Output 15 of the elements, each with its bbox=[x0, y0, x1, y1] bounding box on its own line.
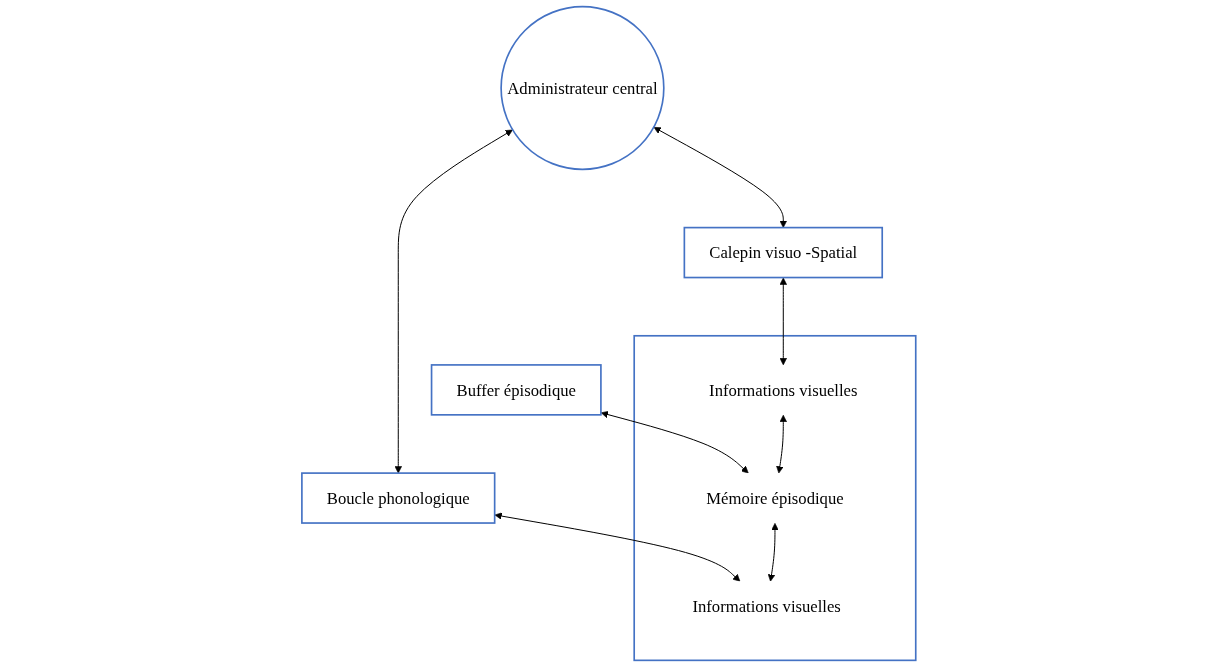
arrow bbox=[767, 523, 779, 582]
arrow bbox=[779, 277, 787, 366]
node-text: Informations visuelles bbox=[692, 597, 841, 616]
arrow bbox=[494, 512, 740, 582]
arrow bbox=[394, 129, 513, 474]
node-circle: Administrateur central bbox=[499, 5, 665, 171]
arrow bbox=[775, 414, 787, 474]
arrow bbox=[653, 127, 787, 228]
node-box: Boucle phonologique bbox=[300, 472, 496, 524]
node-text: Mémoire épisodique bbox=[706, 488, 844, 508]
node-box: Buffer épisodique bbox=[430, 364, 602, 416]
arrow bbox=[600, 410, 749, 474]
node-text: Informations visuelles bbox=[708, 380, 858, 400]
node-box: Calepin visuo -Spatial bbox=[683, 226, 883, 279]
cluster bbox=[633, 334, 917, 662]
